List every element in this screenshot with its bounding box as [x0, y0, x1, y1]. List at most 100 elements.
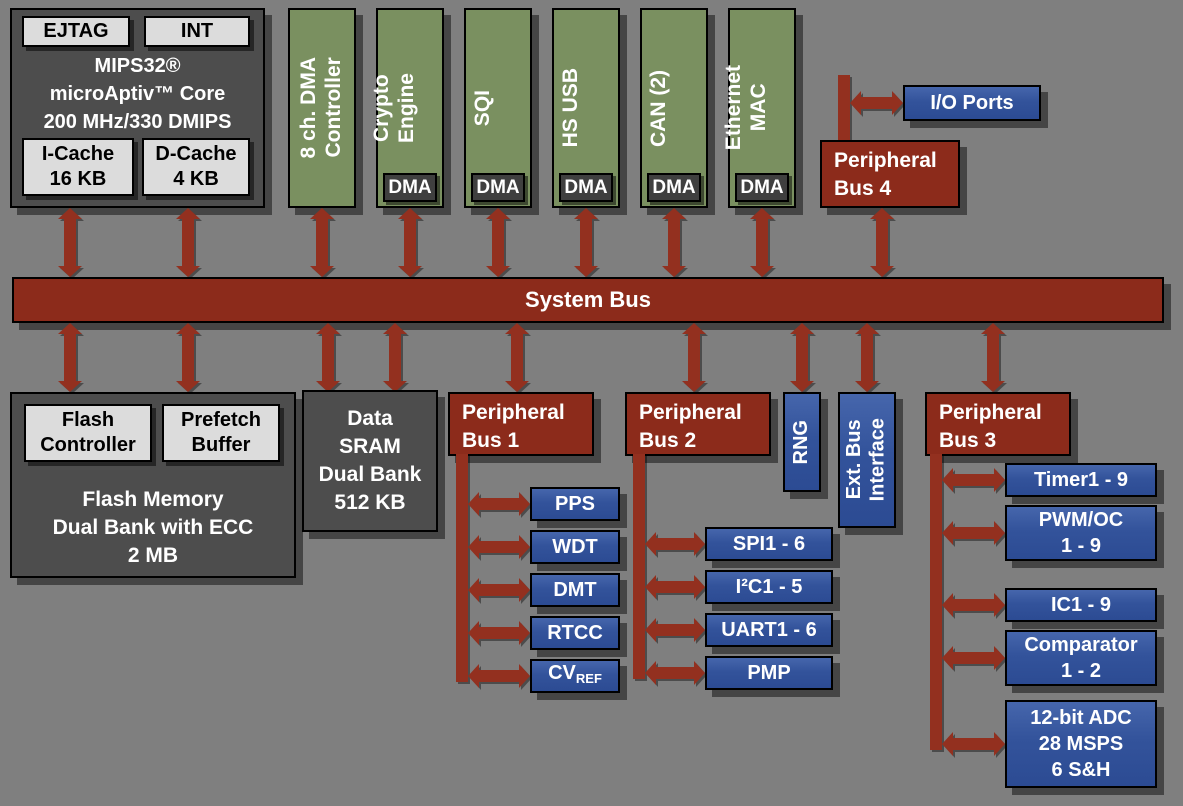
label-line: HS USB — [558, 68, 582, 148]
sram-line4: 512 KB — [334, 491, 406, 514]
core-title-line2: microAptiv™ Core — [49, 83, 226, 105]
peripheral-bus3-block: Peripheral Bus 3 — [925, 392, 1071, 456]
prefetch-buffer-label2: Buffer — [191, 434, 251, 456]
usb-dma-box: DMA — [559, 173, 613, 202]
spi-block: SPI1 - 6 — [705, 527, 833, 561]
icache-box: I-Cache 16 KB — [22, 138, 134, 196]
label-line: Peripheral — [639, 401, 742, 424]
ic-block: IC1 - 9 — [1005, 588, 1157, 622]
arrow-pb3-adc — [953, 738, 994, 750]
flash-title-line1: Flash Memory — [82, 488, 224, 511]
core-title-line1: MIPS32® — [94, 55, 181, 77]
label-line: Interface — [867, 418, 889, 502]
arrow-pb1-pps — [479, 498, 519, 510]
cvref-label: CVREF — [548, 662, 602, 686]
ejtag-box: EJTAG — [22, 16, 130, 47]
arrow-bus-pb2 — [688, 334, 700, 381]
arrow-bus-ebi — [861, 334, 873, 381]
crypto-dma-box: DMA — [383, 173, 437, 202]
flash-controller-label: Flash — [61, 409, 115, 431]
flash-controller-label2: Controller — [40, 434, 136, 456]
label-line: RNG — [790, 419, 813, 465]
uart-block: UART1 - 6 — [705, 613, 833, 647]
arrow-bus-pb3 — [987, 334, 999, 381]
spi-label: SPI1 - 6 — [732, 533, 806, 555]
icache-size: 16 KB — [49, 168, 107, 190]
crypto-engine-label: Crypto Engine — [370, 73, 450, 143]
dcache-size: 4 KB — [173, 168, 219, 190]
core-title-line3: 200 MHz/330 DMIPS — [43, 111, 232, 133]
arrow-crypto-bus — [404, 219, 416, 266]
label-line: Peripheral — [834, 149, 937, 172]
data-sram-block: Data SRAM Dual Bank 512 KB — [302, 390, 438, 532]
sqi-block: SQI DMA — [464, 8, 532, 208]
adc-block: 12-bit ADC 28 MSPS 6 S&H — [1005, 700, 1157, 788]
adc-label-line1: 12-bit ADC — [1030, 707, 1132, 729]
arrow-ethernet-bus — [756, 219, 768, 266]
pwm-oc-block: PWM/OC 1 - 9 — [1005, 505, 1157, 561]
i2c-label: I²C1 - 5 — [735, 576, 803, 598]
adc-label-line2: 28 MSPS — [1038, 733, 1124, 755]
dma-controller-block: 8 ch. DMA Controller — [288, 8, 356, 208]
label-line: 8 ch. DMA — [297, 57, 321, 159]
arrow-bus-sram-2 — [389, 334, 401, 381]
dcache-label: D-Cache — [155, 143, 237, 165]
flash-controller-box: Flash Controller — [24, 404, 152, 462]
ethernet-mac-label: Ethernet MAC — [722, 65, 802, 150]
timer-label: Timer1 - 9 — [1033, 469, 1129, 491]
can-label: CAN (2) — [647, 70, 702, 147]
peripheral-bus3-label: Peripheral Bus 3 — [927, 394, 1069, 455]
io-ports-block: I/O Ports — [903, 85, 1041, 121]
prefetch-buffer-box: Prefetch Buffer — [162, 404, 280, 462]
comparator-label: Comparator — [1024, 634, 1138, 656]
core-title: MIPS32® microAptiv™ Core 200 MHz/330 DMI… — [12, 52, 263, 136]
sram-line1: Data — [347, 407, 393, 430]
rng-label: RNG — [790, 420, 814, 464]
uart-label: UART1 - 6 — [721, 619, 817, 641]
dma-label: DMA — [652, 176, 696, 198]
label-line: CAN (2) — [646, 69, 670, 147]
sqi-label: SQI — [471, 90, 526, 126]
flash-title-line3: 2 MB — [127, 544, 179, 567]
flash-title-line2: Dual Bank with ECC — [52, 516, 254, 539]
arrow-usb-bus — [580, 219, 592, 266]
label-line: Bus 4 — [834, 177, 892, 200]
arrow-can-bus — [668, 219, 680, 266]
arrow-pb2-i2c — [656, 581, 694, 593]
arrow-bus-pb1 — [511, 334, 523, 381]
label-line: Controller — [322, 57, 345, 159]
label-line: MAC — [747, 84, 770, 132]
arrow-bus4-bus — [876, 219, 888, 266]
ic-label: IC1 - 9 — [1050, 594, 1112, 616]
label-line: Ext. Bus — [843, 419, 866, 501]
hs-usb-label: HS USB — [559, 68, 614, 147]
system-bus-label: System Bus — [525, 287, 651, 312]
label-line: Peripheral — [939, 401, 1042, 424]
label-line: SQI — [470, 89, 494, 127]
ethernet-mac-block: Ethernet MAC DMA — [722, 8, 796, 208]
pps-block: PPS — [530, 487, 620, 521]
trunk-pb1 — [456, 454, 468, 682]
arrow-pb2-pmp — [656, 667, 694, 679]
int-label: INT — [180, 20, 214, 42]
dmt-block: DMT — [530, 573, 620, 607]
arrow-bus-flash-2 — [182, 334, 194, 381]
sqi-dma-box: DMA — [471, 173, 525, 202]
dma-label: DMA — [564, 176, 608, 198]
pwm-oc-label: PWM/OC — [1038, 509, 1124, 531]
pps-label: PPS — [554, 493, 596, 515]
arrow-pb2-spi — [656, 538, 694, 550]
hs-usb-block: HS USB DMA — [552, 8, 620, 208]
dma-controller-label: 8 ch. DMA Controller — [297, 57, 347, 159]
dma-label: DMA — [388, 176, 432, 198]
ext-bus-interface-label: Ext. Bus Interface — [843, 418, 890, 501]
arrow-ioports — [861, 97, 892, 109]
ejtag-label: EJTAG — [43, 20, 109, 42]
arrow-sqi-bus — [492, 219, 504, 266]
icache-label: I-Cache — [41, 143, 115, 165]
sram-line3: Dual Bank — [318, 463, 422, 486]
arrow-bus-sram-1 — [322, 334, 334, 381]
adc-label-line3: 6 S&H — [1051, 759, 1111, 781]
peripheral-bus1-block: Peripheral Bus 1 — [448, 392, 594, 456]
peripheral-bus4-block: Peripheral Bus 4 — [820, 140, 960, 208]
